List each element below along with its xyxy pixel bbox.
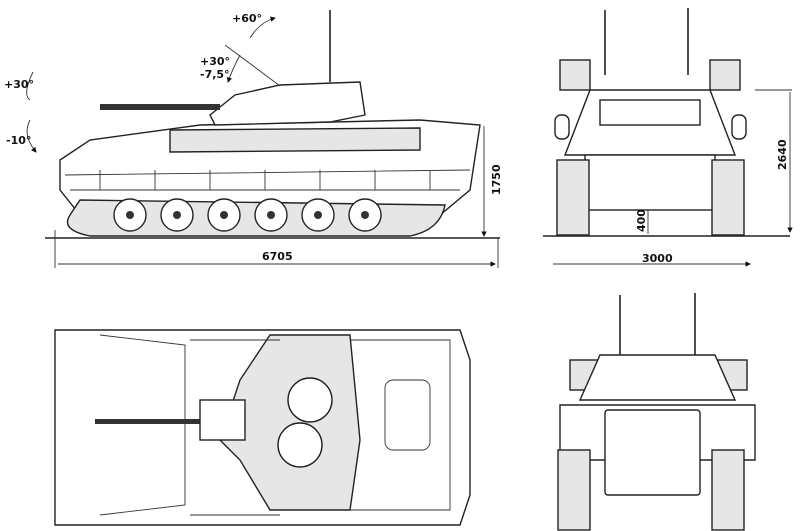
width-label: 3000 [642, 252, 673, 265]
front-view: 3000 400 2640 [543, 8, 793, 267]
left-track [556, 159, 590, 236]
main-gun [100, 104, 220, 110]
total-height-label: 2640 [776, 139, 789, 170]
rear-view [557, 293, 756, 531]
turret [209, 81, 366, 126]
hull-height-label: 1750 [490, 164, 503, 195]
gun-down-angle-label: -7,5° [200, 68, 230, 81]
side-down-angle-label: -10° [6, 134, 31, 147]
road-wheels [113, 198, 382, 232]
turret-max-angle-label: +60° [232, 12, 262, 25]
top-view [54, 329, 471, 526]
right-track [711, 159, 745, 236]
length-label: 6705 [262, 250, 293, 263]
rear-door [604, 409, 701, 496]
missile-launcher-line [224, 44, 281, 87]
gun-up-angle-label: +30° [200, 55, 230, 68]
side-up-angle-label: +30° [4, 78, 34, 91]
side-view: +60° +30° -7,5° +30° -10° 6705 1750 [4, 10, 503, 268]
ground-clearance-label: 400 [635, 209, 648, 232]
